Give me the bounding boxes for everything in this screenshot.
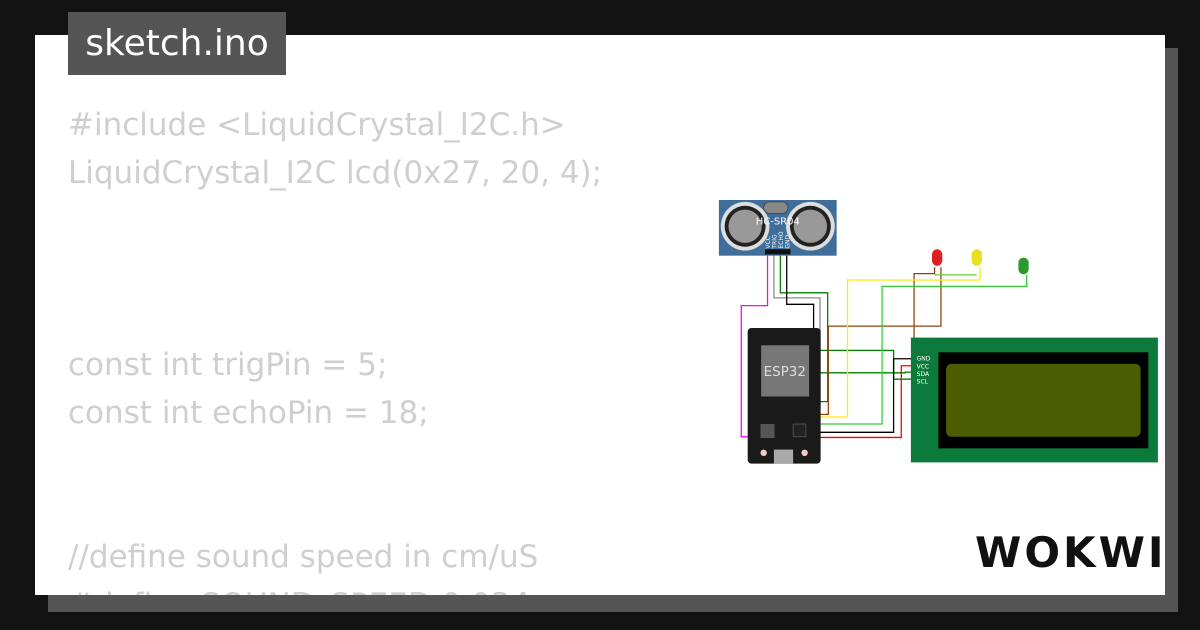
file-tab-title: sketch.ino	[68, 12, 286, 75]
hc-sr04-sensor[interactable]: HC-SR04 VCC TRIG ECHO GND	[718, 200, 837, 256]
lcd-pin-label: SDA	[917, 371, 930, 378]
code-line: //define sound speed in cm/uS	[68, 539, 539, 575]
circuit-group: HC-SR04 VCC TRIG ECHO GND ESP32 GND VCC …	[718, 200, 1158, 464]
wokwi-logo: WOKWI	[975, 528, 1167, 577]
pin-label: VCC	[765, 236, 772, 248]
wire-led-yellow	[815, 267, 981, 418]
pin-label: ECHO	[778, 231, 785, 248]
lcd-pin-label: VCC	[917, 363, 929, 370]
wire-echo	[779, 255, 829, 403]
code-line: #include <LiquidCrystal_I2C.h>	[68, 107, 566, 143]
code-line: const int trigPin = 5;	[68, 347, 388, 383]
code-line: #define SOUND_SPEED 0.034	[68, 581, 530, 595]
lcd-pin-label: SCL	[917, 379, 929, 386]
led-yellow[interactable]	[971, 249, 982, 266]
wire-vcc	[740, 255, 769, 438]
wires	[740, 255, 1028, 439]
lcd-pin-label: GND	[917, 356, 931, 363]
code-line: const int echoPin = 18;	[68, 395, 429, 431]
wire-sda	[815, 371, 917, 374]
wire-led-green	[815, 274, 1028, 425]
pin-label: GND	[784, 235, 791, 249]
esp32-board[interactable]: ESP32	[747, 328, 821, 464]
pin-label: TRIG	[771, 234, 778, 250]
led-green[interactable]	[1018, 257, 1029, 275]
lcd-display[interactable]: GND VCC SDA SCL	[910, 337, 1158, 463]
code-line: LiquidCrystal_I2C lcd(0x27, 20, 4);	[68, 155, 603, 191]
wire-gnd	[786, 255, 815, 329]
code-card: #include <LiquidCrystal_I2C.h> LiquidCry…	[35, 35, 1165, 595]
sensor-label: HC-SR04	[756, 216, 800, 227]
wire-lcd-gnd	[815, 358, 917, 433]
led-red[interactable]	[932, 249, 943, 266]
wire-red-gnd	[913, 267, 936, 357]
board-label: ESP32	[764, 365, 806, 380]
wire-lcd-vcc	[815, 365, 917, 439]
wire-led-red	[815, 267, 942, 416]
